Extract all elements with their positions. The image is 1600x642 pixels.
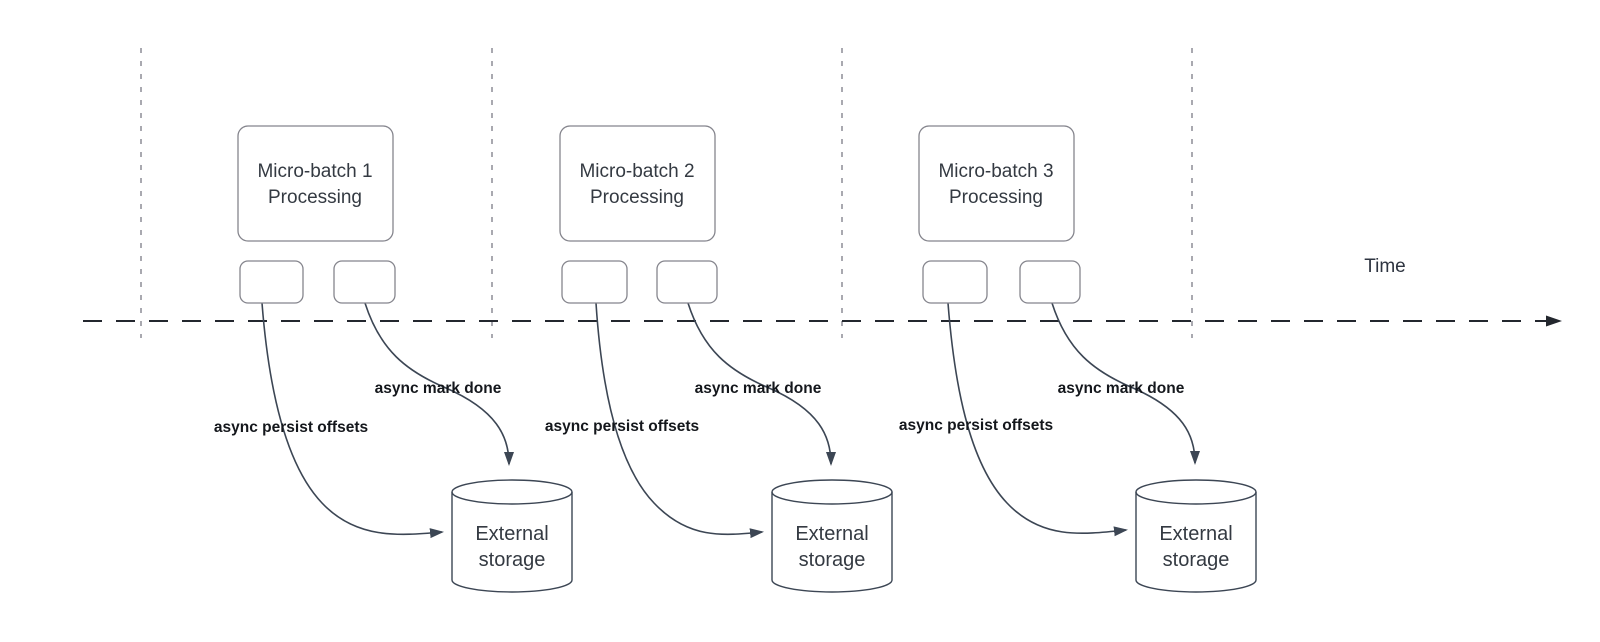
persist-offsets-arrow bbox=[261, 302, 444, 539]
mark-done-task-box bbox=[333, 260, 396, 304]
mark-done-label: async mark done bbox=[1058, 380, 1185, 397]
mark-done-arrow bbox=[364, 302, 514, 466]
persist-offsets-label: async persist offsets bbox=[545, 418, 699, 435]
storage-label-line2: storage bbox=[1163, 549, 1230, 571]
persist-offsets-task-box bbox=[239, 260, 304, 304]
microbatch-box-title-line1: Micro-batch 2 bbox=[579, 161, 694, 182]
microbatch-group-1: Micro-batch 1 Processing async persist o… bbox=[214, 125, 573, 593]
external-storage-cylinder: External storage bbox=[1135, 479, 1257, 593]
persist-offsets-arrow bbox=[947, 302, 1128, 537]
mark-done-task-box bbox=[656, 260, 718, 304]
storage-label-line1: External bbox=[475, 523, 548, 545]
mark-done-arrow bbox=[1051, 302, 1200, 465]
persist-offsets-task-box bbox=[922, 260, 988, 304]
external-storage-cylinder: External storage bbox=[771, 479, 893, 593]
storage-label-line2: storage bbox=[479, 549, 546, 571]
microbatch-group-2: Micro-batch 2 Processing async persist o… bbox=[545, 125, 893, 593]
persist-offsets-label: async persist offsets bbox=[214, 419, 368, 436]
persist-offsets-label: async persist offsets bbox=[899, 417, 1053, 434]
mark-done-label: async mark done bbox=[375, 380, 502, 397]
persist-offsets-arrow bbox=[595, 302, 764, 539]
mark-done-label: async mark done bbox=[695, 380, 822, 397]
storage-label-line1: External bbox=[1159, 523, 1232, 545]
mark-done-arrow bbox=[687, 302, 836, 466]
microbatch-box-1 bbox=[237, 125, 394, 242]
microbatch-box-title-line1: Micro-batch 1 bbox=[257, 161, 372, 182]
persist-offsets-task-box bbox=[561, 260, 628, 304]
microbatch-box-title-line2: Processing bbox=[268, 187, 362, 208]
microbatch-box-title-line1: Micro-batch 3 bbox=[938, 161, 1053, 182]
mark-done-task-box bbox=[1019, 260, 1081, 304]
external-storage-cylinder: External storage bbox=[451, 479, 573, 593]
microbatch-group-3: Micro-batch 3 Processing async persist o… bbox=[899, 125, 1257, 593]
microbatch-box-2 bbox=[559, 125, 716, 242]
microbatch-box-3 bbox=[918, 125, 1075, 242]
microbatch-box-title-line2: Processing bbox=[590, 187, 684, 208]
storage-label-line2: storage bbox=[799, 549, 866, 571]
time-axis-label: Time bbox=[1364, 256, 1406, 277]
storage-label-line1: External bbox=[795, 523, 868, 545]
microbatch-box-title-line2: Processing bbox=[949, 187, 1043, 208]
